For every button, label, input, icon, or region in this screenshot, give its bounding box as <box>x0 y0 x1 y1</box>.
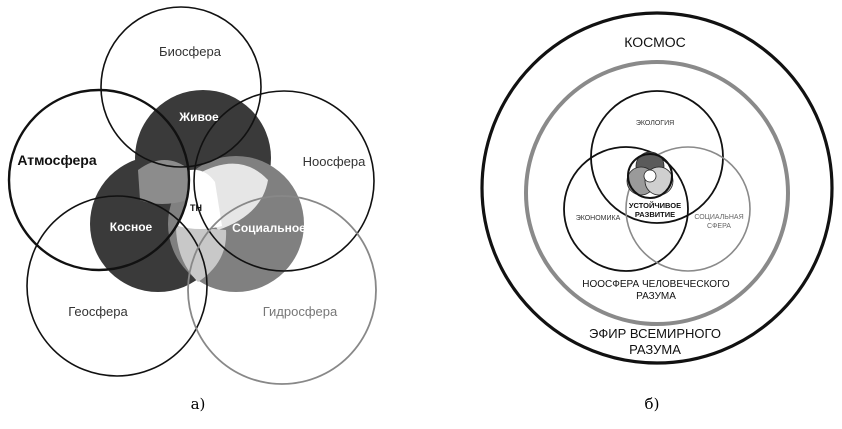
biosphere-label: Биосфера <box>159 44 222 59</box>
ether-ring <box>524 60 790 326</box>
center-label: ТН <box>190 203 202 213</box>
ecology-label: ЭКОЛОГИЯ <box>636 120 674 127</box>
noosphere-circle <box>193 90 375 272</box>
mini-venn <box>626 151 674 196</box>
social-sphere-circle <box>625 146 751 272</box>
geosphere-circle <box>26 195 208 377</box>
hydrosphere-label: Гидросфера <box>263 304 338 319</box>
noosphere-label-2: РАЗУМА <box>636 291 676 302</box>
sustainable-label-2: РАЗВИТИЕ <box>635 210 675 219</box>
economy-circle <box>563 146 689 272</box>
noosphere-label: Ноосфера <box>303 154 367 169</box>
diagram-b: КОСМОС ЭФИР ВСЕМИРНОГО РАЗУМА НООСФЕРА Ч… <box>480 11 834 413</box>
noosphere-label-1: НООСФЕРА ЧЕЛОВЕЧЕСКОГО <box>582 279 730 290</box>
cosmos-label: КОСМОС <box>624 34 686 50</box>
atmosphere-label: Атмосфера <box>17 152 97 168</box>
sustainable-circle <box>627 153 673 199</box>
hydrosphere-circle <box>187 195 377 385</box>
inert-label: Косное <box>110 220 153 234</box>
living-label: Живое <box>178 110 219 124</box>
sustainable-label-1: УСТОЙЧИВОЕ <box>629 201 681 210</box>
ether-label-1: ЭФИР ВСЕМИРНОГО <box>589 326 721 341</box>
geosphere-label: Геосфера <box>68 304 128 319</box>
cosmos-circle <box>480 11 834 365</box>
diagram-a: Биосфера Атмосфера Ноосфера Геосфера Гид… <box>7 6 377 413</box>
social-label: Социальное <box>232 221 306 235</box>
overlap-living-inert <box>138 160 190 204</box>
atmosphere-circle <box>7 88 191 272</box>
caption-a: а) <box>191 395 206 413</box>
ether-label-2: РАЗУМА <box>629 342 681 357</box>
social-sphere-label-2: СФЕРА <box>707 223 731 230</box>
biosphere-circle <box>100 6 262 168</box>
caption-b: б) <box>645 395 660 413</box>
social-sphere-label-1: СОЦИАЛЬНАЯ <box>694 214 743 221</box>
economy-label: ЭКОНОМИКА <box>576 215 621 222</box>
